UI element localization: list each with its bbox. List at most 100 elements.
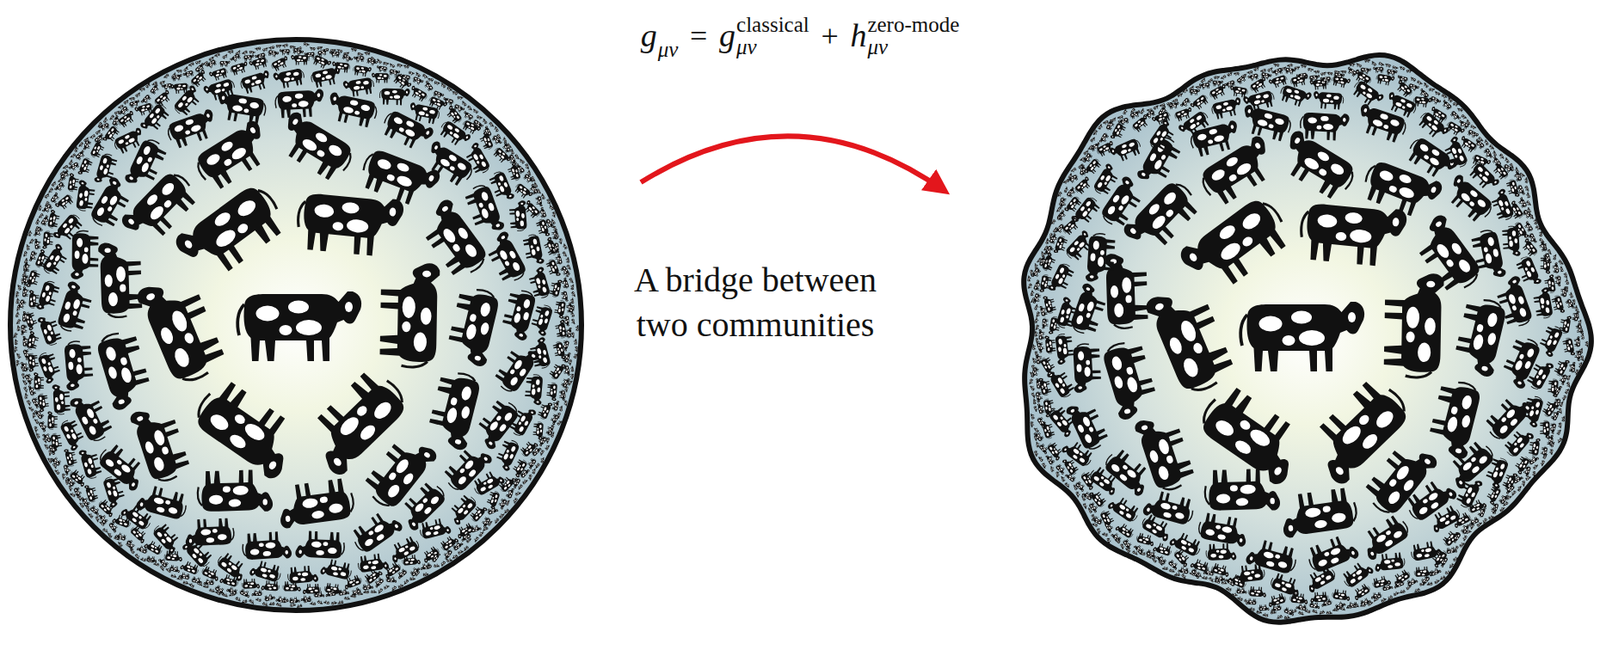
cow-figure: [62, 340, 95, 392]
cow-figure: [34, 239, 41, 251]
cow-figure: [1143, 279, 1237, 399]
cow-figure: [495, 133, 501, 141]
cow-figure: [260, 580, 280, 592]
cow-figure: [566, 379, 573, 387]
cow-figure: [209, 588, 216, 593]
cow-figure: [215, 551, 250, 583]
cow-figure: [549, 218, 556, 226]
cow-figure: [382, 61, 390, 67]
cow-figure: [558, 238, 562, 245]
cow-figure: [1304, 609, 1311, 615]
cow-figure: [472, 108, 480, 115]
cow-figure: [200, 565, 222, 582]
cow-figure: [1208, 576, 1216, 583]
cow-figure: [1226, 71, 1234, 77]
cow-figure: [514, 491, 522, 498]
cow-figure: [1121, 538, 1133, 551]
cow-figure: [1260, 67, 1268, 74]
cow-figure: [21, 270, 28, 278]
cow-figure: [1476, 135, 1484, 143]
cow-figure: [1108, 136, 1144, 165]
cow-figure: [1157, 560, 1164, 567]
cow-figure: [176, 576, 183, 581]
cow-figure: [1248, 586, 1267, 598]
cow-figure: [1267, 67, 1274, 73]
cow-figure: [1048, 316, 1062, 336]
cow-figure: [176, 69, 183, 74]
cow-figure: [1298, 610, 1305, 616]
cow-figure: [1035, 311, 1040, 318]
cow-figure: [1525, 191, 1531, 199]
cow-figure: [289, 603, 296, 609]
cow-figure: [33, 372, 44, 391]
cow-figure: [283, 581, 302, 592]
cow-figure: [443, 285, 503, 369]
cow-figure: [1384, 272, 1445, 378]
cow-figure: [1564, 286, 1569, 293]
cow-figure: [1437, 555, 1449, 568]
cow-figure: [552, 226, 557, 233]
cow-figure: [1058, 199, 1065, 207]
cow-figure: [1522, 465, 1532, 478]
cow-figure: [1061, 216, 1082, 236]
cow-figure: [1088, 507, 1094, 515]
cow-figure: [135, 92, 142, 99]
cow-figure: [228, 592, 235, 597]
cow-figure: [1561, 394, 1568, 402]
cow-figure: [561, 392, 566, 399]
cow-figure: [1087, 144, 1094, 152]
cow-figure: [59, 170, 67, 177]
cow-figure: [160, 82, 173, 91]
cow-figure: [202, 61, 210, 68]
cow-figure: [526, 266, 552, 301]
cow-figure: [36, 279, 62, 314]
cow-figure: [1569, 362, 1576, 374]
cow-figure: [1551, 397, 1562, 410]
cow-figure: [546, 382, 559, 402]
cow-figure: [513, 153, 520, 161]
formula-symbol: g: [719, 17, 736, 54]
cow-figure: [1417, 87, 1430, 100]
cow-figure: [540, 193, 547, 201]
cow-figure: [1356, 512, 1413, 562]
cow-figure: [1483, 147, 1494, 160]
cow-figure: [1334, 69, 1342, 74]
cow-figure: [513, 163, 526, 176]
cow-figure: [95, 129, 103, 136]
cow-figure: [402, 578, 410, 585]
cow-figure: [1174, 106, 1194, 123]
cow-figure: [386, 576, 398, 584]
cow-figure: [1528, 213, 1535, 221]
cow-figure: [1029, 289, 1035, 297]
cow-figure: [419, 562, 431, 571]
cow-figure: [1311, 609, 1319, 615]
cow-figure: [1429, 566, 1442, 578]
cow-figure: [330, 49, 337, 53]
cow-figure: [528, 337, 553, 371]
cow-figure: [254, 46, 262, 51]
cow-figure: [21, 286, 29, 298]
cow-figure: [1501, 425, 1535, 460]
cow-figure: [516, 484, 524, 491]
cow-figure: [1033, 279, 1044, 292]
cow-figure: [570, 284, 574, 291]
cow-figure: [1081, 494, 1087, 502]
cow-figure: [342, 76, 376, 99]
metric-formula: gμν=gclassicalμν+hzero-modeμν: [0, 13, 1600, 60]
cow-figure: [1503, 157, 1510, 165]
cow-figure: [1350, 78, 1385, 110]
formula-symbol: +: [820, 18, 838, 54]
formula-group: =: [677, 18, 720, 55]
cow-figure: [140, 93, 152, 106]
cow-figure: [1346, 605, 1353, 610]
cow-figure: [1526, 207, 1533, 215]
cow-figure: [1464, 529, 1472, 535]
cow-figure: [325, 590, 337, 598]
cow-figure: [559, 389, 566, 401]
cow-figure: [15, 297, 20, 305]
cow-figure: [569, 366, 574, 374]
cow-figure: [1372, 596, 1379, 603]
cow-figure: [1098, 132, 1109, 145]
cow-figure: [33, 418, 40, 425]
cow-figure: [70, 230, 99, 280]
